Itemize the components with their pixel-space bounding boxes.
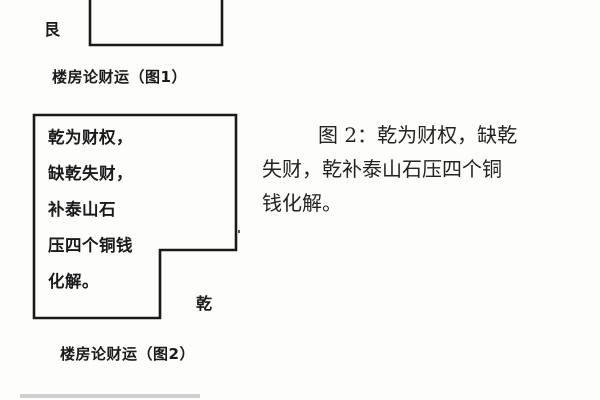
description-line: 图 2：乾为财权，缺乾: [318, 123, 518, 147]
description-line: 失财，乾补泰山石压四个铜: [262, 157, 502, 181]
direction-label-qian: 乾: [196, 294, 213, 313]
figure2-description: 图 2：乾为财权，缺乾 失财，乾补泰山石压四个铜 钱化解。: [262, 118, 582, 220]
scan-speck: [238, 230, 240, 233]
box-line: 压四个铜钱: [48, 236, 133, 255]
figure2-caption: 楼房论财运（图2）: [60, 345, 195, 363]
box-line: 化解。: [48, 272, 99, 291]
figure2-box-text: 乾为财权， 缺乾失财， 补泰山石 压四个铜钱 化解。: [48, 120, 133, 300]
box-line: 缺乾失财，: [48, 164, 133, 183]
figure2-outline: [32, 113, 238, 320]
figure1-caption: 楼房论财运（图1）: [52, 68, 187, 86]
description-line: 钱化解。: [262, 191, 342, 215]
direction-label-gen: 艮: [44, 20, 61, 39]
scan-bottom-edge: [20, 394, 200, 398]
figure1-outline: [88, 0, 224, 47]
box-line: 乾为财权，: [48, 128, 133, 147]
box-line: 补泰山石: [48, 200, 116, 219]
